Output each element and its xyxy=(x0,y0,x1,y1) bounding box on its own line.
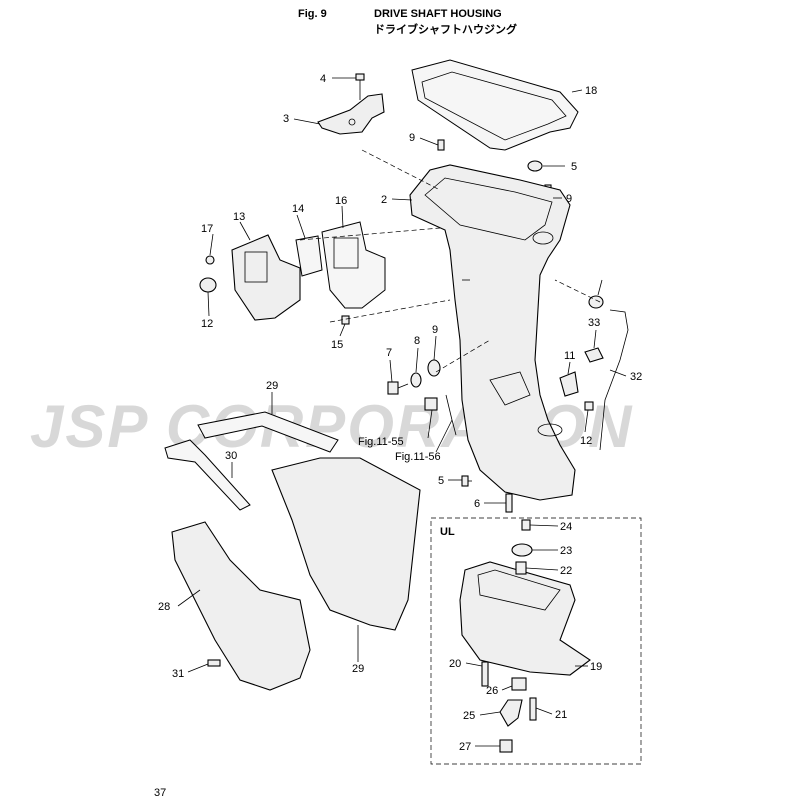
part-13-cover xyxy=(231,234,301,321)
callout-12: 12 xyxy=(201,318,213,330)
ref-fig-11-56: Fig.11-56 xyxy=(395,451,441,463)
part-18-gasket xyxy=(411,59,579,151)
callout-29-upper: 29 xyxy=(266,380,278,392)
ref-fig-11-55-part xyxy=(424,397,438,411)
part-20-bolt-left xyxy=(481,661,489,687)
callout-7: 8 xyxy=(414,335,420,347)
callout-25: 26 xyxy=(486,685,498,697)
part-30-screw xyxy=(207,659,221,667)
callout-3: 4 xyxy=(320,73,326,85)
callout-14: 14 xyxy=(292,203,304,215)
callout-1: 2 xyxy=(381,194,387,206)
part-28-right-cover xyxy=(271,457,421,631)
callout-9-right: 9 xyxy=(566,193,572,205)
part-17-screw xyxy=(205,255,215,265)
part-26-bolt xyxy=(499,739,513,753)
callout-10: 11 xyxy=(564,350,575,362)
callout-23: 24 xyxy=(560,521,572,533)
callout-17: 17 xyxy=(201,223,213,235)
callout-18: 18 xyxy=(585,85,597,97)
callout-9-upper: 9 xyxy=(409,132,415,144)
part-14-plate xyxy=(295,235,323,277)
callout-19: 19 xyxy=(590,661,602,673)
assembly-centerlines xyxy=(299,149,601,373)
page-number: 37 xyxy=(154,787,167,799)
part-4-grommet xyxy=(527,160,543,172)
callout-2: 3 xyxy=(283,113,289,125)
callout-28: 29 xyxy=(352,663,364,675)
part-29-seal-lower xyxy=(164,439,251,511)
callout-29-lower: 30 xyxy=(225,450,237,462)
part-7-washer xyxy=(410,372,422,388)
part-6-bolt xyxy=(387,381,409,395)
callout-27: 28 xyxy=(158,601,170,613)
callout-20-left: 20 xyxy=(449,658,461,670)
callout-6: 7 xyxy=(386,347,392,359)
part-20-bolt-right xyxy=(529,697,537,721)
diagram-title-japanese: ドライブシャフトハウジング xyxy=(374,23,517,36)
leader-lines xyxy=(177,77,627,747)
part-1-drive-shaft-housing xyxy=(409,164,576,501)
part-5-bolt-b xyxy=(505,493,513,513)
part-24-bracket xyxy=(499,699,523,727)
callout-22: 23 xyxy=(560,545,572,557)
callout-20-right: 21 xyxy=(555,709,567,721)
part-16-gasket xyxy=(321,221,386,309)
figure-number: Fig. 9 xyxy=(298,8,327,20)
part-9-pin-upper xyxy=(437,139,445,151)
part-21-collar xyxy=(515,561,527,575)
part-11-screw xyxy=(584,401,594,411)
part-23-bolt xyxy=(521,519,531,531)
part-33-seal xyxy=(588,295,604,309)
callout-5-a: 5 xyxy=(438,475,444,487)
part-27-left-cover xyxy=(171,521,311,691)
callout-32: 33 xyxy=(588,317,600,329)
part-15-screw xyxy=(341,315,350,325)
part-22-plate xyxy=(511,543,533,557)
part-8-washer xyxy=(427,359,441,377)
part-12-grommet xyxy=(199,277,217,293)
part-25-grommet xyxy=(511,677,527,691)
callout-16: 16 xyxy=(335,195,347,207)
part-2-bracket xyxy=(317,93,385,135)
callout-31: 32 xyxy=(630,371,642,383)
callout-30: 31 xyxy=(172,668,184,680)
callout-11: 12 xyxy=(580,435,592,447)
part-3-bolt xyxy=(355,73,365,100)
part-5-bolt-a xyxy=(461,475,472,487)
callout-26: 27 xyxy=(459,741,471,753)
part-31-pipe xyxy=(599,309,629,451)
diagram-title: DRIVE SHAFT HOUSING xyxy=(374,8,502,20)
part-32-grommet xyxy=(584,347,604,363)
callout-24: 25 xyxy=(463,710,475,722)
callout-8: 9 xyxy=(432,324,438,336)
callout-5-b: 6 xyxy=(474,498,480,510)
part-19-extension xyxy=(459,561,591,676)
callout-21: 22 xyxy=(560,565,572,577)
part-29-seal-upper xyxy=(197,411,339,453)
callout-13: 13 xyxy=(233,211,245,223)
ul-inset-label: UL xyxy=(440,526,455,538)
part-10-bracket xyxy=(559,371,579,397)
ref-fig-11-55: Fig.11-55 xyxy=(358,436,404,448)
callout-15: 15 xyxy=(331,339,343,351)
callout-4: 5 xyxy=(571,161,577,173)
ul-inset-box xyxy=(430,517,642,765)
